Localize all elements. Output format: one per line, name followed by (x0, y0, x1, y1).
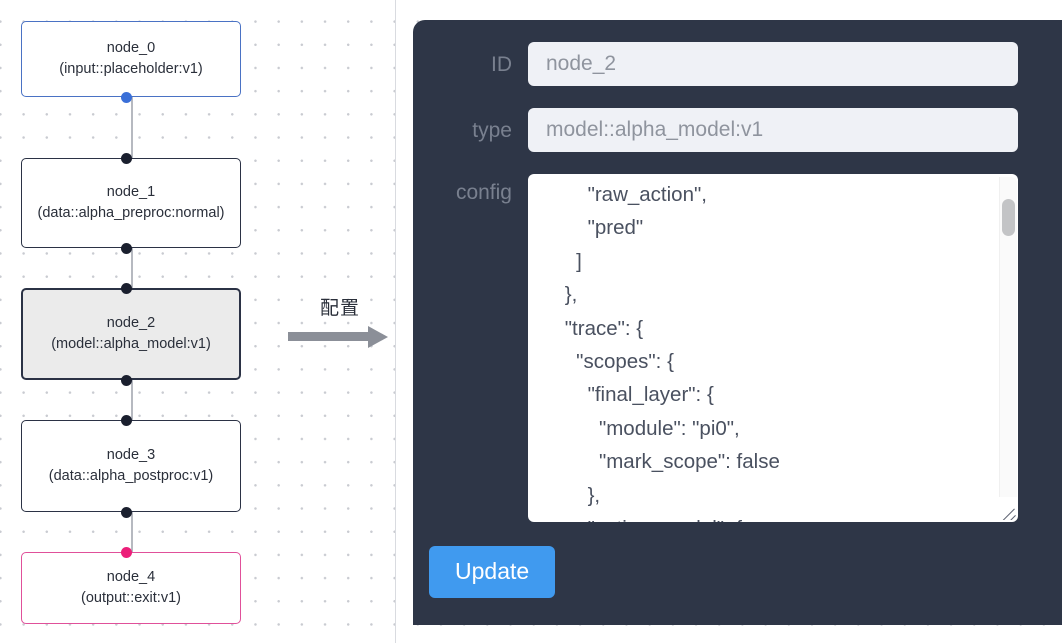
node-handle-source-node_3[interactable] (120, 507, 132, 518)
node-graph-canvas[interactable]: node_0 (input::placeholder:v1) node_1 (d… (0, 0, 395, 643)
node-handle-target-node_4[interactable] (120, 547, 132, 558)
node-subtitle: (data::alpha_postproc:v1) (48, 468, 214, 484)
node-subtitle: (output::exit:v1) (81, 590, 181, 606)
arrow-right-icon (288, 326, 392, 348)
annotation-arrow-group: 配置 (288, 296, 392, 348)
arrow-shaft (288, 332, 370, 341)
node-subtitle: (model::alpha_model:v1) (51, 336, 211, 352)
graph-node-node_2[interactable]: node_2 (model::alpha_model:v1) (21, 288, 241, 380)
node-title: node_4 (106, 569, 156, 585)
config-textarea[interactable]: "raw_action", "pred" ] }, "trace": { "sc… (528, 174, 1018, 522)
node-title: node_2 (106, 315, 156, 331)
node-title: node_1 (106, 184, 156, 200)
config-field-label: config (455, 181, 512, 204)
graph-node-node_4[interactable]: node_4 (output::exit:v1) (21, 552, 241, 624)
graph-node-node_0[interactable]: node_0 (input::placeholder:v1) (21, 21, 241, 97)
node-subtitle: (input::placeholder:v1) (59, 61, 203, 77)
arrow-head (368, 326, 388, 348)
resize-grip-icon[interactable] (999, 503, 1016, 520)
node-title: node_0 (106, 40, 156, 56)
config-editor-wrapper: "raw_action", "pred" ] }, "trace": { "sc… (528, 174, 1018, 522)
node-handle-target-node_1[interactable] (120, 153, 132, 164)
config-scrollbar-thumb[interactable] (1002, 199, 1015, 236)
edge-node1-node2 (131, 248, 133, 288)
id-field-label: ID (491, 53, 512, 76)
node-title: node_3 (106, 447, 156, 463)
type-field-label: type (472, 119, 512, 142)
type-input[interactable] (528, 108, 1018, 152)
node-subtitle: (data::alpha_preproc:normal) (37, 205, 225, 221)
node-handle-target-node_3[interactable] (120, 415, 132, 426)
node-handle-source-node_1[interactable] (120, 243, 132, 254)
edge-node2-node3 (131, 380, 133, 420)
id-input[interactable] (528, 42, 1018, 86)
panel-actions: Update (413, 546, 1062, 598)
annotation-caption: 配置 (319, 298, 360, 319)
config-scrollbar[interactable] (999, 177, 1017, 497)
field-row-id: ID (413, 42, 1062, 88)
field-row-config: config "raw_action", "pred" ] }, "trace"… (413, 174, 1062, 522)
graph-node-node_1[interactable]: node_1 (data::alpha_preproc:normal) (21, 158, 241, 248)
node-handle-target-node_2[interactable] (120, 283, 132, 294)
graph-node-node_3[interactable]: node_3 (data::alpha_postproc:v1) (21, 420, 241, 512)
field-row-type: type (413, 108, 1062, 154)
edge-node0-node1 (131, 97, 133, 158)
node-handle-source-node_0[interactable] (120, 92, 132, 103)
update-button[interactable]: Update (429, 546, 556, 598)
edge-node3-node4 (131, 512, 133, 552)
canvas-divider (395, 0, 396, 643)
node-config-panel: ID type config "raw_action", "pred" ] },… (413, 20, 1062, 625)
node-handle-source-node_2[interactable] (120, 375, 132, 386)
